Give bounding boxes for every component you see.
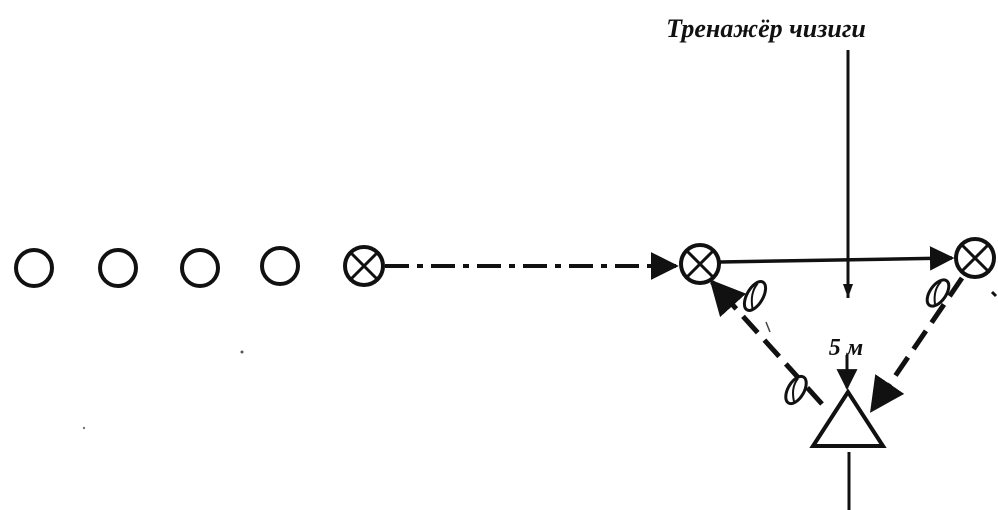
scan-speck (240, 350, 244, 354)
player-icon (98, 248, 138, 288)
pass-point-right-icon (954, 237, 996, 279)
pass-point-left-icon (679, 243, 721, 285)
trainer-line-arrow (843, 284, 853, 298)
ball-icon (784, 374, 808, 406)
scan-mark (765, 321, 771, 333)
player-icon (260, 246, 300, 286)
trainer-line-label: Тренажёр чизиги (666, 14, 866, 43)
pass-to-left (709, 279, 824, 406)
start-player-icon (343, 245, 385, 287)
dribble-path (719, 246, 955, 271)
scan-mark (990, 290, 998, 298)
player-icon (180, 248, 220, 288)
pass-from-right (869, 276, 965, 413)
trainer-triangle-icon (809, 388, 887, 448)
waiting-players (14, 246, 300, 288)
player-icon (14, 248, 54, 288)
ball-icon (925, 278, 951, 308)
distance-label: 5 м (829, 335, 863, 361)
scan-speck (82, 426, 86, 430)
ball-icon (742, 280, 768, 312)
